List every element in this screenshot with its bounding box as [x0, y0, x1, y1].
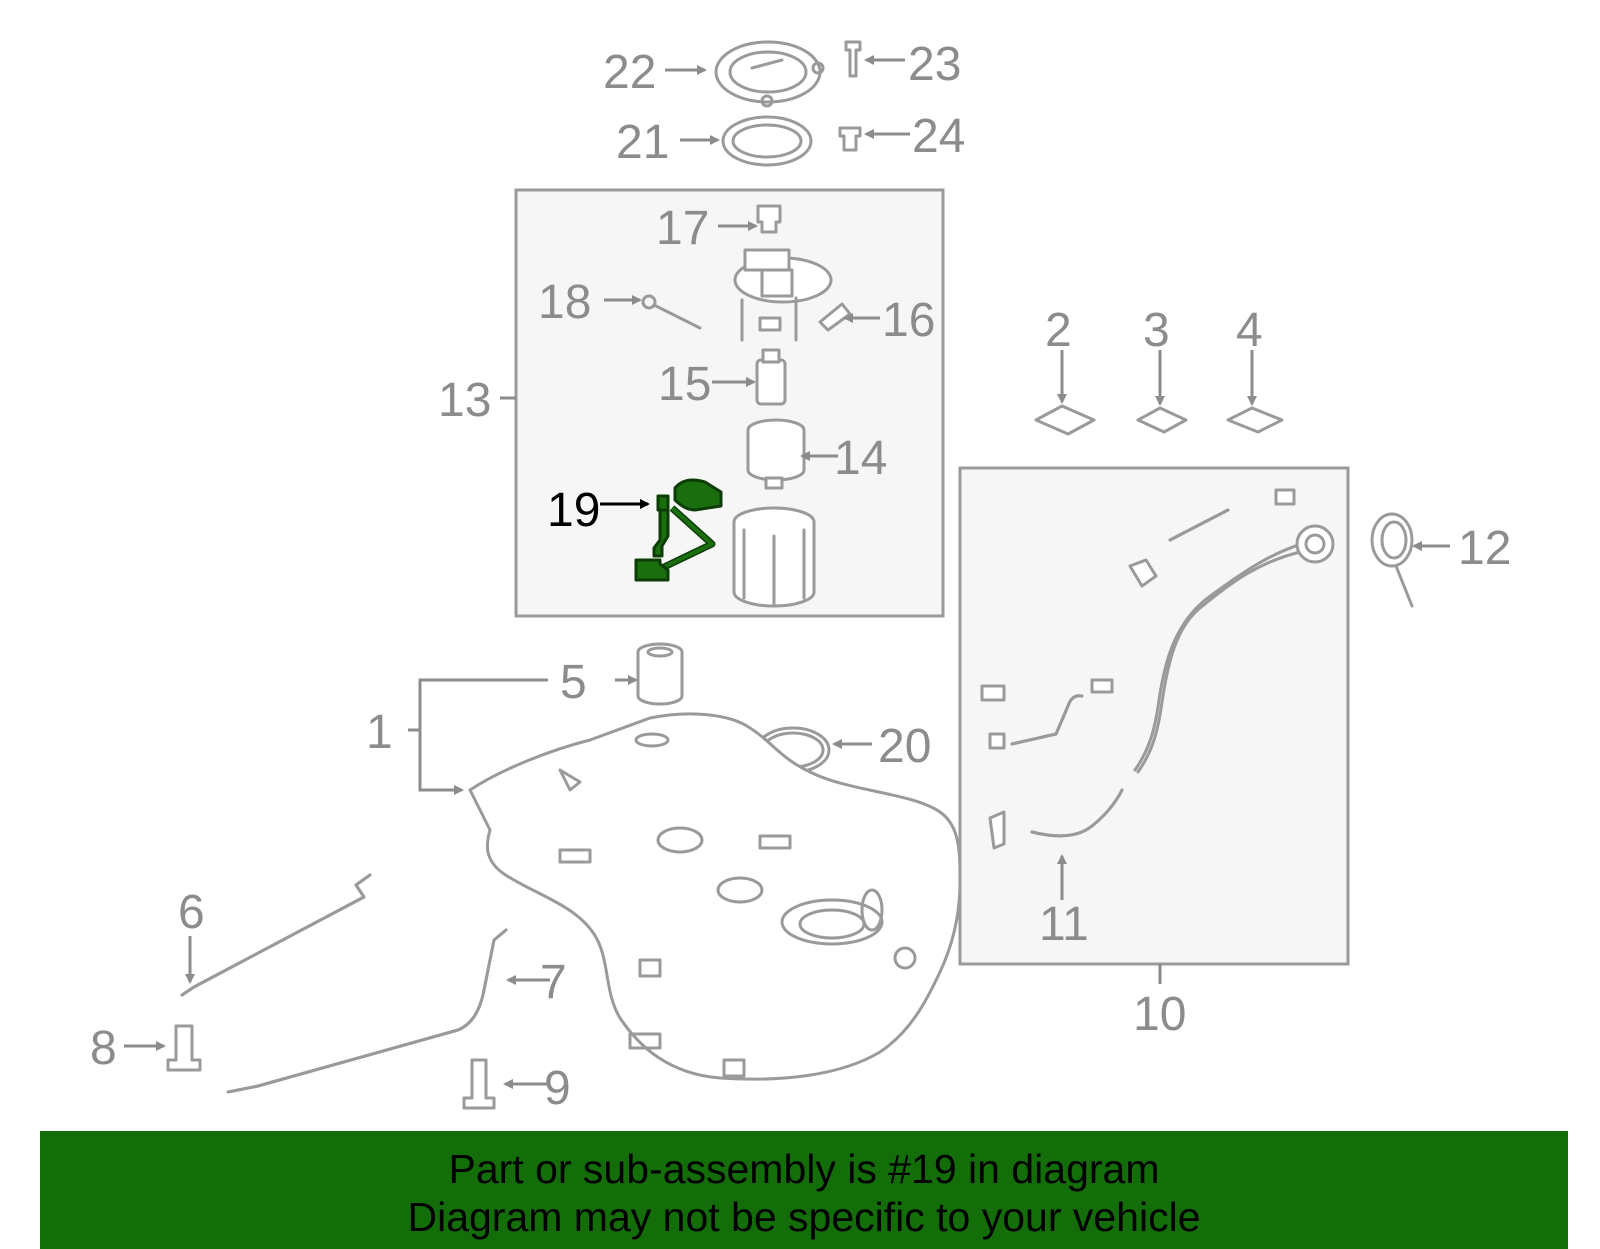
- callout-23: 23: [908, 38, 961, 91]
- part-10-filler-neck[interactable]: [980, 488, 1335, 774]
- callout-17: 17: [656, 202, 709, 255]
- part-4-pad[interactable]: [1226, 406, 1284, 434]
- part-14-pump[interactable]: [746, 418, 806, 490]
- part-2-pad[interactable]: [1034, 404, 1096, 436]
- callout-19: 19: [547, 484, 600, 537]
- part-22-cover-plate[interactable]: [714, 40, 825, 108]
- info-banner: Part or sub-assembly is #19 in diagram D…: [40, 1131, 1568, 1249]
- part-18-pin[interactable]: [641, 294, 702, 330]
- callout-1: 1: [366, 706, 393, 759]
- part-17-connector[interactable]: [756, 204, 782, 234]
- callout-5: 5: [560, 656, 587, 709]
- part-24-grommet[interactable]: [838, 126, 862, 152]
- callout-15: 15: [658, 358, 711, 411]
- callout-10: 10: [1133, 988, 1186, 1041]
- callout-2: 2: [1045, 304, 1072, 357]
- callout-3: 3: [1143, 304, 1170, 357]
- part-12-fuel-cap[interactable]: [1370, 512, 1414, 608]
- leader-lines: [124, 55, 1450, 1089]
- callout-22: 22: [603, 46, 656, 99]
- callout-12: 12: [1458, 522, 1511, 575]
- part-21-gasket[interactable]: [721, 115, 813, 167]
- reservoir: [732, 506, 816, 608]
- callout-21: 21: [616, 116, 669, 169]
- part-11-hose[interactable]: [988, 788, 1124, 850]
- callout-7: 7: [540, 956, 567, 1009]
- callout-4: 4: [1236, 304, 1263, 357]
- part-5-valve[interactable]: [636, 642, 684, 706]
- part-15-filter[interactable]: [755, 348, 787, 406]
- callout-20: 20: [878, 720, 931, 773]
- part-23-bolt[interactable]: [844, 40, 862, 78]
- callout-11: 11: [1039, 898, 1089, 951]
- part-7-strap[interactable]: [226, 928, 508, 1094]
- callout-18: 18: [538, 276, 591, 329]
- group-box-13: [514, 188, 945, 618]
- part-3-pad[interactable]: [1136, 406, 1188, 434]
- callout-8: 8: [90, 1022, 117, 1075]
- part-1-fuel-tank[interactable]: [468, 712, 962, 1081]
- part-19-fuel-level-sender[interactable]: [634, 478, 723, 582]
- part-13-pump-module[interactable]: [733, 248, 833, 342]
- callout-9: 9: [544, 1062, 571, 1115]
- callout-24: 24: [912, 110, 965, 163]
- banner-line-2: Diagram may not be specific to your vehi…: [407, 1194, 1201, 1240]
- callout-6: 6: [178, 886, 205, 939]
- part-8-bolt[interactable]: [166, 1024, 202, 1072]
- callout-13: 13: [438, 374, 491, 427]
- part-6-strap[interactable]: [180, 873, 372, 997]
- banner-line-1: Part or sub-assembly is #19 in diagram: [448, 1146, 1160, 1192]
- part-9-bolt[interactable]: [462, 1058, 496, 1110]
- group-box-10: [958, 466, 1350, 966]
- callout-14: 14: [834, 432, 887, 485]
- callout-16: 16: [882, 294, 935, 347]
